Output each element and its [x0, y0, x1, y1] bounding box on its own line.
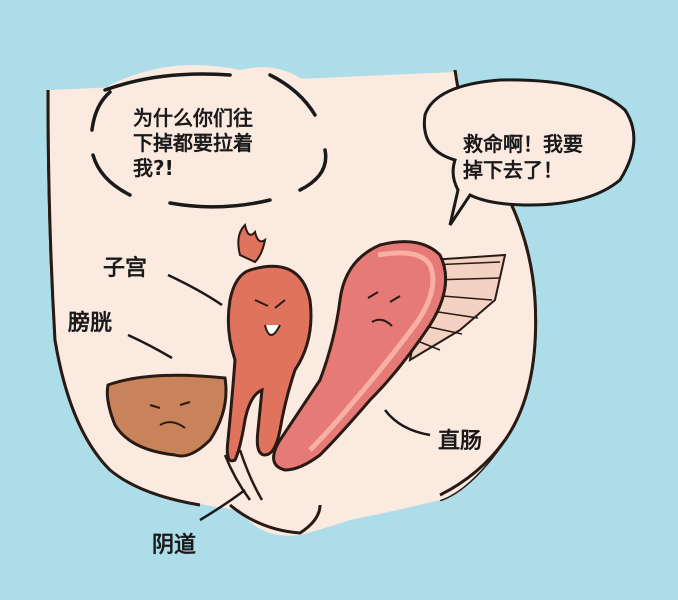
- vagina-canal: [223, 449, 264, 501]
- bubble-left-line-2: 下掉都要拉着: [133, 131, 253, 155]
- bubble-right-line-2: 掉下去了！: [463, 158, 563, 182]
- uterus: [225, 264, 313, 463]
- label-vagina: 阴道: [152, 532, 196, 558]
- rectum-face: [367, 291, 401, 327]
- uterus-hair: [237, 222, 267, 264]
- rectum: [272, 240, 448, 472]
- leader-uterus: [167, 273, 223, 307]
- label-bladder: 膀胱: [68, 310, 112, 336]
- bubble-left-line-1: 为什么你们往: [133, 106, 253, 130]
- label-uterus: 子宫: [103, 255, 147, 281]
- label-rectum: 直肠: [438, 428, 482, 454]
- leader-rectum: [384, 409, 431, 437]
- leader-bladder: [127, 333, 173, 360]
- bladder-face: [149, 401, 191, 429]
- bladder: [105, 373, 228, 458]
- bubble-left-line-3: 我?!: [133, 156, 174, 180]
- leader-vagina: [199, 488, 246, 522]
- bubble-right-line-1: 救命啊！我要: [463, 132, 583, 156]
- speech-bubble-right: [422, 78, 636, 226]
- speech-bubble-left: [83, 65, 343, 210]
- uterus-face: [254, 299, 286, 336]
- spiky-bubble-strokes: [90, 72, 328, 209]
